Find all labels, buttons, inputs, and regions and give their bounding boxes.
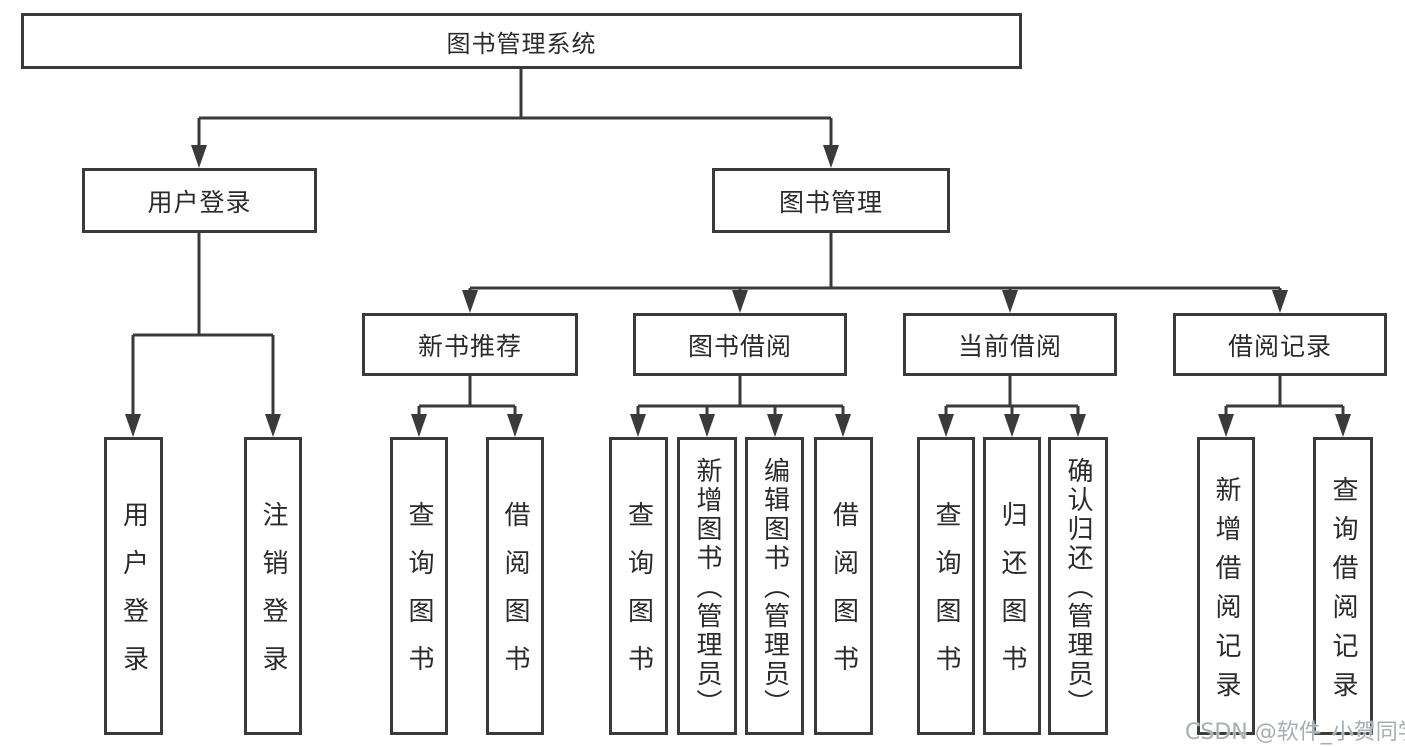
leaf-label: 查询图书 — [623, 501, 654, 693]
leaf-label: 查询图书 — [931, 501, 961, 693]
leaf-confirm-return-admin: 确认归还（管理员） — [1048, 437, 1108, 735]
arrowhead — [630, 414, 646, 437]
arrowhead — [411, 414, 427, 437]
csdn-watermark: CSDN @软件_小贺同学 — [1185, 720, 1405, 745]
leaf-logout: 注销登录 — [244, 437, 302, 735]
leaf-add-borrow-record: 新增借阅记录 — [1197, 437, 1255, 735]
arrowhead — [938, 414, 954, 437]
arrowhead — [699, 414, 715, 437]
leaf-add-book-admin: 新增图书（管理员） — [677, 437, 737, 735]
leaf-query-borrow-record: 查询借阅记录 — [1313, 437, 1373, 735]
node-label: 图书管理 — [778, 187, 883, 217]
node-label: 新书推荐 — [417, 331, 522, 361]
arrowhead — [767, 414, 783, 437]
arrowhead — [1070, 414, 1086, 437]
arrowhead — [1335, 414, 1351, 437]
arrowhead — [191, 145, 207, 168]
node-label: 图书借阅 — [687, 331, 792, 361]
connector-user-login-to-leaves — [125, 233, 281, 437]
node-label: 当前借阅 — [957, 331, 1062, 361]
arrowhead — [823, 145, 839, 168]
arrowhead — [835, 414, 851, 437]
leaf-label: 查询借阅记录 — [1328, 475, 1358, 710]
connector-book-mgmt-to-level3 — [462, 233, 1288, 313]
leaf-query-book-2: 查询图书 — [609, 437, 668, 735]
leaf-label: 归还图书 — [997, 501, 1027, 693]
arrowhead — [462, 290, 478, 313]
arrowhead — [125, 414, 141, 437]
leaf-label: 新增借阅记录 — [1211, 475, 1241, 710]
node-user-login: 用户登录 — [82, 168, 317, 233]
arrowhead — [1004, 414, 1020, 437]
leaf-return-book: 归还图书 — [983, 437, 1041, 735]
connector-root-to-level2 — [191, 69, 839, 168]
node-book-borrowing: 图书借阅 — [633, 313, 847, 376]
arrowhead — [507, 414, 523, 437]
leaf-label: 借阅图书 — [500, 501, 530, 693]
leaf-query-book-1: 查询图书 — [390, 437, 448, 735]
arrowhead — [732, 290, 748, 313]
arrowhead — [1218, 414, 1234, 437]
node-new-book-recommend: 新书推荐 — [362, 313, 578, 376]
arrowhead — [1002, 290, 1018, 313]
leaf-label: 新增图书（管理员） — [692, 457, 722, 718]
leaf-label: 借阅图书 — [828, 501, 859, 693]
leaf-borrow-book-2: 借阅图书 — [814, 437, 873, 735]
connector-new-book-to-leaves — [411, 376, 523, 437]
node-label: 用户登录 — [147, 187, 252, 217]
node-root-library-system: 图书管理系统 — [21, 13, 1022, 69]
node-label: 借阅记录 — [1227, 331, 1332, 361]
leaf-label: 编辑图书（管理员） — [759, 457, 790, 718]
leaf-label: 注销登录 — [258, 501, 288, 693]
node-book-management: 图书管理 — [712, 168, 950, 233]
node-label: 图书管理系统 — [446, 29, 597, 58]
leaf-label: 用户登录 — [118, 501, 149, 693]
connector-current-borrow-to-leaves — [938, 376, 1086, 437]
connector-book-borrow-to-leaves — [630, 376, 851, 437]
leaf-borrow-book-1: 借阅图书 — [486, 437, 544, 735]
node-current-borrowing: 当前借阅 — [903, 313, 1117, 376]
leaf-label: 查询图书 — [404, 501, 434, 693]
leaf-query-book-3: 查询图书 — [917, 437, 975, 735]
leaf-label: 确认归还（管理员） — [1063, 457, 1093, 718]
leaf-user-login: 用户登录 — [104, 437, 163, 735]
node-borrow-records: 借阅记录 — [1173, 313, 1387, 376]
arrowhead — [265, 414, 281, 437]
leaf-edit-book-admin: 编辑图书（管理员） — [745, 437, 804, 735]
connector-borrow-record-to-leaves — [1218, 376, 1351, 437]
arrowhead — [1272, 290, 1288, 313]
